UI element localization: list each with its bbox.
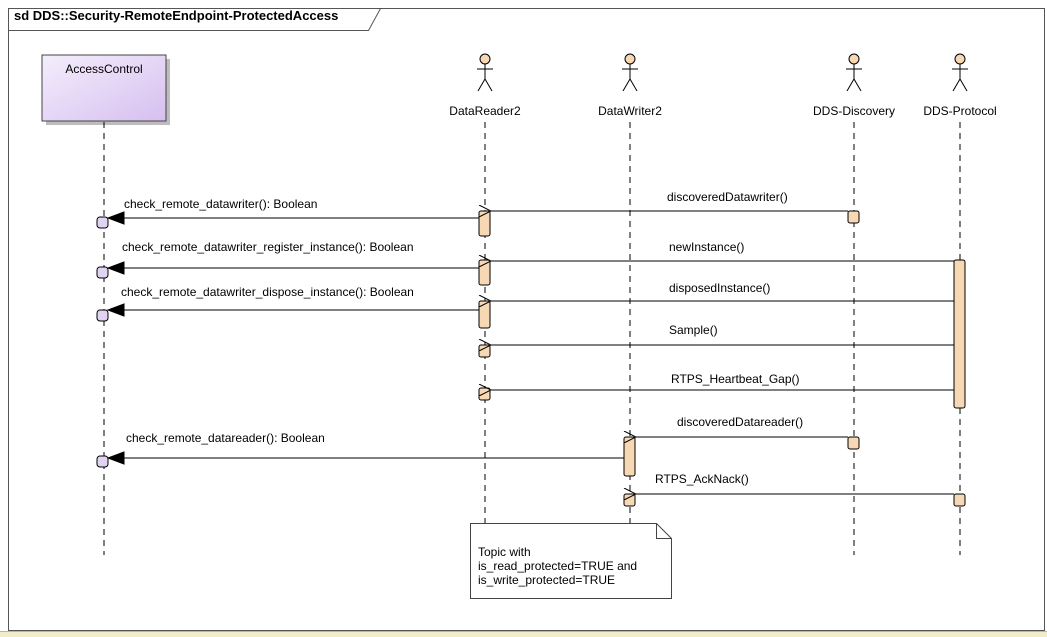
message-label-sample: Sample() <box>669 323 718 337</box>
dds-protocol-actor-icon <box>952 53 968 92</box>
note-text: Topic with is_read_protected=TRUE and is… <box>478 545 637 587</box>
found-message-endpoint <box>96 266 109 279</box>
message-label-new-instance: newInstance() <box>669 240 745 254</box>
found-message-endpoint <box>96 309 109 322</box>
message-label-rtps-heartbeat-gap: RTPS_Heartbeat_Gap() <box>671 372 800 386</box>
bottom-status-strip <box>0 631 1047 637</box>
access-control-box <box>41 54 167 122</box>
access-control-label: AccessControl <box>65 62 143 76</box>
activation-bar <box>623 436 636 477</box>
dds-protocol-label: DDS-Protocol <box>923 104 997 118</box>
dds-discovery-actor-icon <box>846 53 862 92</box>
found-message-endpoint <box>96 455 109 468</box>
activation-bar <box>847 436 860 450</box>
filled-arrowhead <box>106 303 125 317</box>
filled-arrowhead <box>106 451 125 465</box>
message-label-discovered-datareader: discoveredDatareader() <box>677 415 804 429</box>
activation-bar <box>478 300 491 329</box>
note-line: is_write_protected=TRUE <box>478 573 616 587</box>
note-shape <box>470 523 672 599</box>
datareader2-actor-icon <box>477 53 493 92</box>
message-label-check-register-instance: check_remote_datawriter_register_instanc… <box>122 240 414 254</box>
note-fold <box>656 523 672 539</box>
note-line: is_read_protected=TRUE and <box>478 559 638 573</box>
activation-bar <box>623 493 636 507</box>
activation-bar <box>953 259 966 409</box>
message-label-disposed-instance: disposedInstance() <box>669 281 771 295</box>
message-label-check-dispose-instance: check_remote_datawriter_dispose_instance… <box>121 285 414 299</box>
frame-title-tab <box>8 8 381 31</box>
activation-bar <box>478 210 491 237</box>
datawriter2-label: DataWriter2 <box>598 104 662 118</box>
activation-bar <box>478 387 491 401</box>
message-label-rtps-acknack: RTPS_AckNack() <box>655 472 749 486</box>
message-label-discovered-datawriter: discoveredDatawriter() <box>667 190 788 204</box>
datareader2-label: DataReader2 <box>449 104 521 118</box>
filled-arrowhead <box>106 211 125 225</box>
note-line: Topic with <box>478 545 531 559</box>
filled-arrowhead <box>106 261 125 275</box>
found-message-endpoint <box>96 216 109 229</box>
activation-bar <box>847 210 860 224</box>
activation-bar <box>478 344 491 358</box>
frame-title: sd DDS::Security-RemoteEndpoint-Protecte… <box>14 8 339 23</box>
activation-bar <box>953 493 966 507</box>
activation-bar <box>478 259 491 286</box>
message-label-check-remote-datareader: check_remote_datareader(): Boolean <box>126 431 325 445</box>
frame-border <box>8 8 1045 631</box>
message-label-check-remote-datawriter: check_remote_datawriter(): Boolean <box>124 197 318 211</box>
dds-discovery-label: DDS-Discovery <box>812 104 896 118</box>
datawriter2-actor-icon <box>622 53 638 92</box>
